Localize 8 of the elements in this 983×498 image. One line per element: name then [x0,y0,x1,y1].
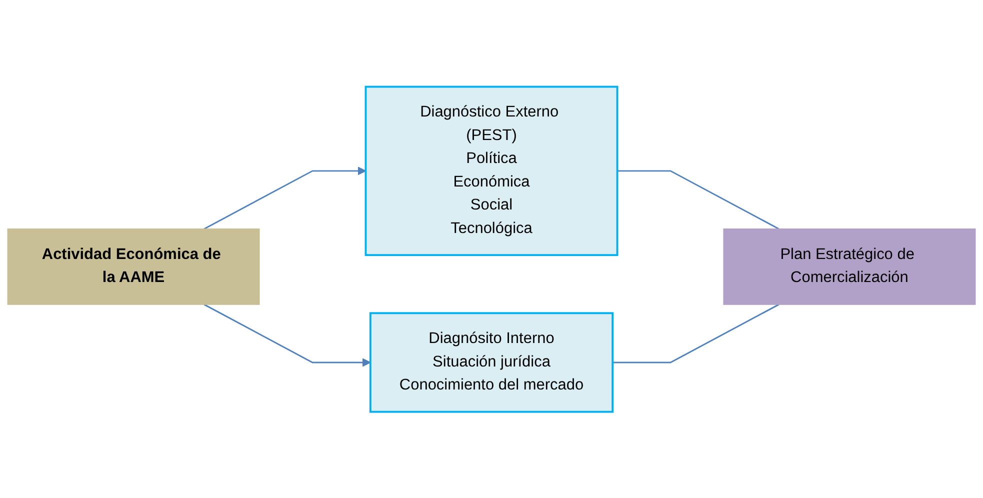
connector [612,304,780,363]
connector [617,170,780,230]
arrow [204,304,371,366]
arrow [204,166,366,230]
node-box: Diagnósito Interno Situación jurídica Conocimiento del mercado [369,312,614,412]
node-box: Actividad Económica de la AAME [7,228,260,305]
node-box: Plan Estratégico de Comercialización [723,228,976,305]
node-box: Diagnóstico Externo (PEST) Política Económica Social Tecnológica [364,86,618,256]
